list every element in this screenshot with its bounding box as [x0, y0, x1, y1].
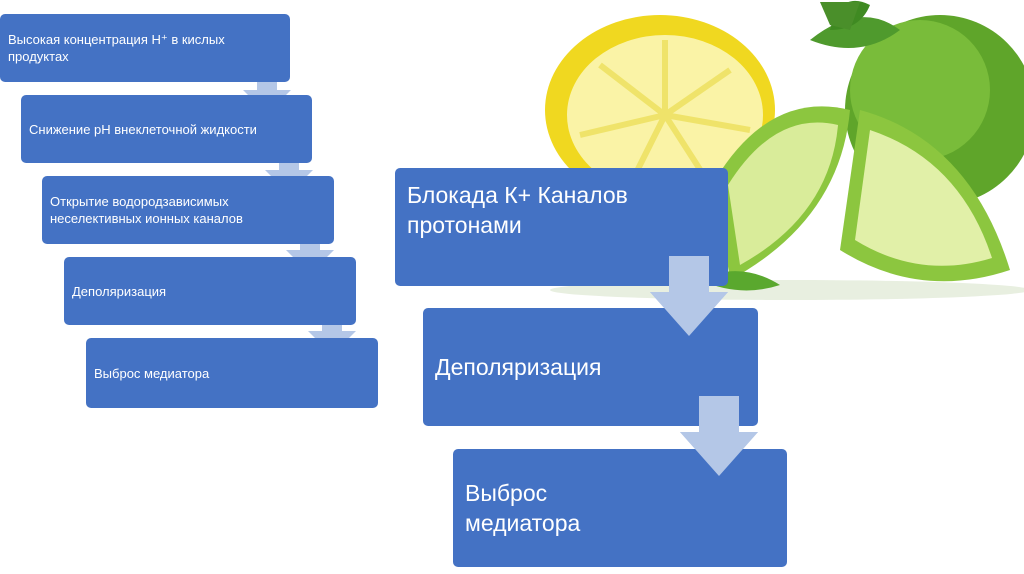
block-text-1: Блокада К+ Каналов протонами	[407, 182, 628, 238]
step-box-5: Выброс медиатора	[86, 338, 378, 408]
step-box-1: Высокая концентрация Н⁺ в кислых продукт…	[0, 14, 290, 82]
step-box-3: Открытие водородзависимых неселективных …	[42, 176, 334, 244]
step-text-3: Открытие водородзависимых неселективных …	[50, 194, 243, 226]
step-text-2: Снижение рН внеклеточной жидкости	[29, 121, 257, 137]
block-text-3: Выброс медиатора	[465, 480, 581, 536]
down-arrow-icon	[286, 228, 334, 274]
down-arrow-icon	[650, 256, 728, 336]
step-box-2: Снижение рН внеклеточной жидкости	[21, 95, 312, 163]
block-text-2: Деполяризация	[435, 354, 602, 380]
block-box-3: Выброс медиатора	[453, 449, 787, 567]
step-text-5: Выброс медиатора	[94, 365, 210, 381]
down-arrow-icon	[243, 68, 291, 114]
lemon-lime-image	[540, 0, 1024, 300]
step-text-4: Деполяризация	[72, 283, 167, 299]
step-text-1: Высокая концентрация Н⁺ в кислых продукт…	[8, 32, 225, 64]
down-arrow-icon	[680, 396, 758, 476]
step-box-4: Деполяризация	[64, 257, 356, 325]
down-arrow-icon	[308, 309, 356, 355]
down-arrow-icon	[265, 148, 313, 194]
